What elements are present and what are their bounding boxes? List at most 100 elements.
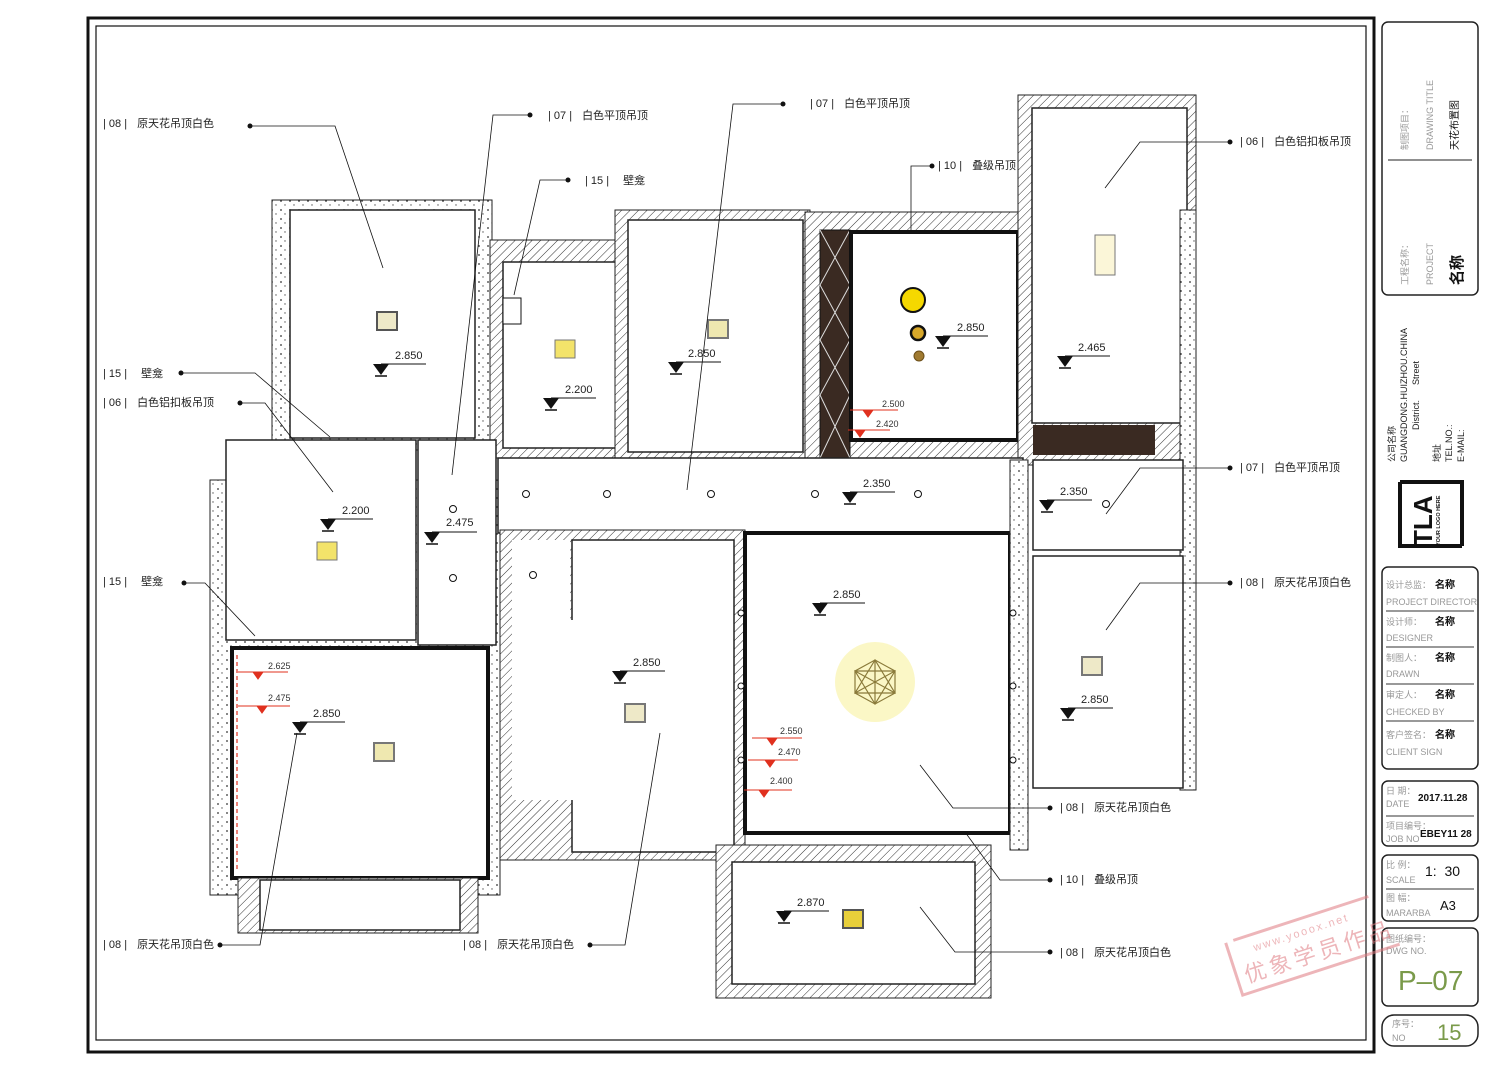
elevation-value: 2.400: [770, 776, 793, 786]
project-value: 名称: [1448, 255, 1466, 285]
room-center: [571, 539, 735, 853]
elevation-marker: 2.850: [291, 708, 345, 735]
elevation-value: 2.475: [446, 517, 474, 529]
square-light-icon: [554, 339, 576, 359]
elevation-marker: 2.350: [841, 478, 895, 505]
company-logo: TLA YOUR LOGO HERE: [1398, 480, 1464, 548]
signature-label: 客户签名：: [1386, 729, 1431, 740]
signature-label: 设计总监：: [1386, 579, 1431, 590]
dwg-label: 图纸编号：: [1386, 933, 1431, 944]
elevation-value: 2.550: [780, 726, 803, 736]
leader-dots: [178, 101, 1233, 955]
elevation-value: 2.465: [1078, 342, 1106, 354]
address-label: 地址: [1431, 444, 1442, 462]
elevation-marker: 2.850: [611, 657, 665, 684]
project-en: PROJECT: [1425, 242, 1435, 285]
sheet-frame-outer: [86, 16, 1376, 1054]
callout-leaders: [181, 103, 1230, 953]
elevation-value: 2.850: [633, 657, 661, 669]
date-value: 2017.11.28: [1418, 793, 1468, 804]
signature-label-en: PROJECT DIRECTOR: [1386, 597, 1478, 607]
square-light-icon: [707, 319, 729, 339]
callout-label: | 15 |壁龛: [585, 173, 645, 187]
wall-block: [1009, 459, 1029, 851]
callout-labels: | 08 |原天花吊顶白色 | 07 |白色平顶吊顶 | 15 |壁龛 | 07…: [103, 96, 1351, 959]
company-name: 公司名称: [1386, 426, 1397, 462]
elevation-marker: 2.350: [1038, 486, 1092, 513]
red-elevation-marker: 2.500: [850, 399, 905, 418]
elevation-marker: 2.870: [775, 897, 829, 924]
elevation-marker: 2.200: [542, 384, 596, 411]
project-label: 工程名称：: [1399, 240, 1410, 285]
logo-text: TLA: [1408, 495, 1438, 546]
callout-label: | 15 |壁龛: [103, 366, 163, 380]
square-light-icon: [842, 909, 864, 929]
sequence-label: 序号：: [1392, 1018, 1419, 1029]
callout-label: | 08 |原天花吊顶白色: [1060, 800, 1171, 814]
elevation-value: 2.470: [778, 747, 801, 757]
red-elevation-marker: 2.475: [238, 693, 291, 714]
elevation-value: 2.625: [268, 661, 291, 671]
light-fixtures: [316, 234, 1116, 929]
callout-label: | 06 |白色铝扣板吊顶: [1240, 134, 1351, 148]
callout-label: | 07 |白色平顶吊顶: [1240, 460, 1340, 474]
balcony-left: [259, 879, 461, 931]
signature-label: 制图人：: [1386, 652, 1422, 663]
job-label-en: JOB NO: [1386, 834, 1420, 844]
elevation-value: 2.850: [395, 350, 423, 362]
callout-label: | 15 |壁龛: [103, 574, 163, 588]
dwg-label-en: DWG NO.: [1386, 946, 1427, 956]
square-light-icon: [1081, 656, 1103, 676]
scale-label-en: SCALE: [1386, 875, 1416, 885]
red-elevation-marker: 2.400: [744, 776, 793, 798]
callout-label: | 07 |白色平顶吊顶: [548, 108, 648, 122]
signature-value: 名称: [1435, 578, 1455, 591]
elevation-marker: 2.850: [1059, 694, 1113, 721]
sequence-label-en: NO: [1392, 1033, 1406, 1043]
callout-label: | 10 |叠级吊顶: [938, 159, 1016, 172]
chandelier-icon: [853, 658, 897, 706]
job-label: 项目编号：: [1386, 820, 1431, 831]
sheet-frame-inner: [95, 25, 1367, 1041]
logo-subtext: YOUR LOGO HERE: [1436, 495, 1442, 546]
elevation-marker: 2.850: [811, 589, 865, 616]
square-light-icon: [316, 541, 338, 561]
dwg-number: P–07: [1398, 965, 1463, 996]
elevation-marker: 2.850: [667, 348, 721, 375]
scale-label: 比 例：: [1386, 859, 1416, 870]
red-elevation-marker: 2.420: [848, 419, 899, 438]
spotlights: [449, 490, 1110, 764]
niche-box: [502, 297, 522, 325]
floor-plan: [209, 94, 1197, 999]
cabinet: [819, 229, 851, 459]
pendant-light-icon: [900, 287, 926, 313]
elevation-value: 2.870: [797, 897, 825, 909]
signature-value: 名称: [1435, 615, 1455, 628]
signature-value: 名称: [1435, 688, 1455, 701]
elevation-value: 2.200: [565, 384, 593, 396]
elevation-marker: 2.475: [423, 517, 477, 545]
elevation-marker: 2.200: [319, 505, 373, 532]
passage: [417, 439, 497, 646]
room-left-mid: [225, 439, 417, 641]
panel-light-icon: [1094, 234, 1116, 276]
size-label-en: MARARBA: [1386, 908, 1431, 918]
elevation-value: 2.500: [882, 399, 905, 409]
room-stepped-ceiling: [849, 230, 1020, 442]
signature-label-en: CLIENT SIGN: [1386, 747, 1442, 757]
square-light-icon: [376, 311, 398, 331]
drawing-title-en: DRAWING TITLE: [1425, 80, 1435, 150]
elevation-value: 2.850: [1081, 694, 1109, 706]
signature-label-en: CHECKED BY: [1386, 707, 1445, 717]
elevation-marker: 2.850: [372, 350, 426, 377]
red-elevation-marker: 2.625: [238, 661, 291, 680]
callout-label: | 08 |原天花吊顶白色: [103, 937, 214, 951]
tel-label: TEL.NO.:: [1444, 424, 1454, 462]
callout-label: | 08 |原天花吊顶白色: [463, 937, 574, 951]
elevation-value: 2.350: [863, 478, 891, 490]
elevation-value: 2.850: [313, 708, 341, 720]
callout-label: | 06 |白色铝扣板吊顶: [103, 395, 214, 409]
title-block: 制图项目： DRAWING TITLE 天花布置图 工程名称： PROJECT …: [1381, 21, 1479, 1047]
